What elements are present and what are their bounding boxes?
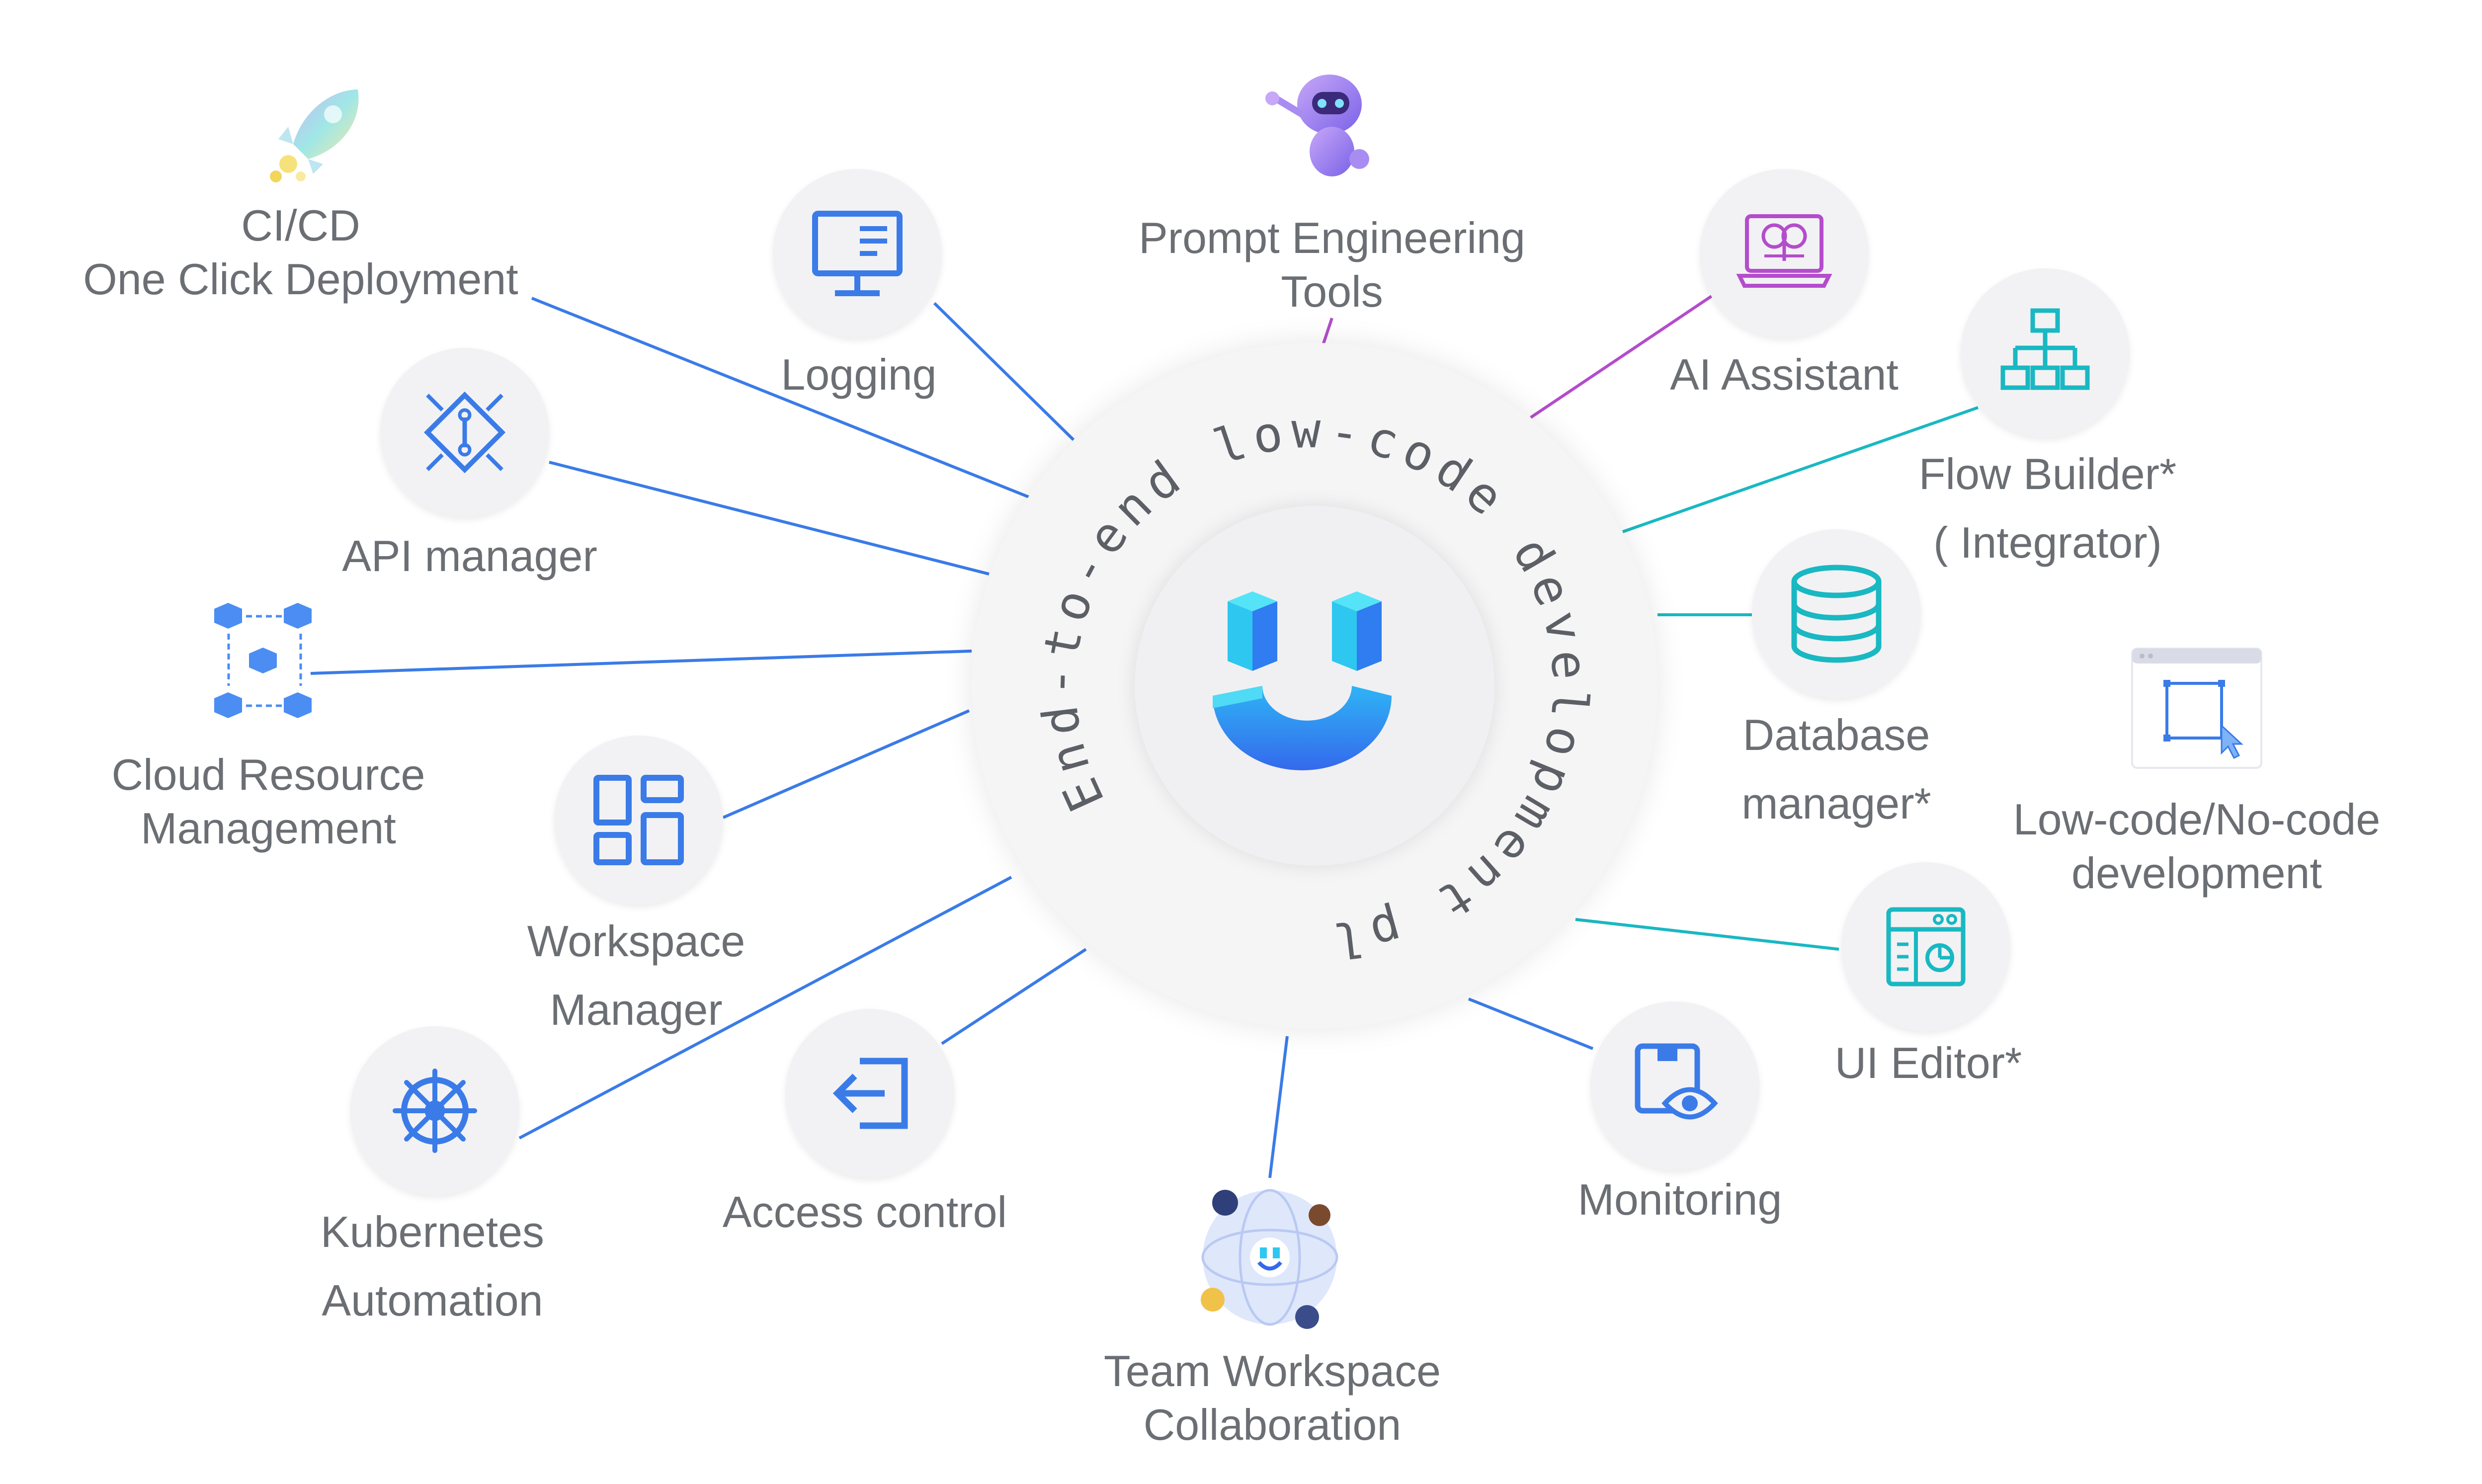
kubernetes-circle: [350, 1026, 519, 1195]
label-ui-editor: UI Editor*: [1834, 1038, 2022, 1087]
label-flow-builder: Flow Builder*( Integrator): [1918, 449, 2177, 567]
link-cloud: [310, 650, 972, 675]
monitoring-circle: [1590, 1001, 1759, 1170]
link-api: [549, 461, 990, 576]
ai-assistant-circle: [1700, 169, 1869, 338]
link-flow: [1622, 406, 1979, 533]
link-logging: [933, 302, 1075, 441]
database-icon: [1791, 565, 1882, 663]
monitor-icon: [812, 211, 903, 296]
link-team: [1268, 1036, 1289, 1178]
hub-ring-text: End-to-end low-code development platform: [972, 343, 1591, 969]
workspace-circle: [554, 736, 723, 905]
rocket-icon: [270, 89, 359, 182]
label-ai-assistant: AI Assistant: [1670, 350, 1899, 399]
cubes-network-icon: [214, 603, 312, 718]
helm-wheel-icon: [393, 1069, 477, 1153]
api-manager-circle: [380, 348, 549, 517]
browser-cursor-icon: [2131, 648, 2262, 769]
label-access: Access control: [722, 1187, 1007, 1237]
hub-inner-circle: [1135, 506, 1494, 866]
label-monitoring: Monitoring: [1577, 1175, 1782, 1224]
eye-window-icon: [1635, 1043, 1718, 1120]
flow-builder-circle: [1961, 268, 2130, 437]
link-access: [941, 948, 1087, 1045]
ui-editor-circle: [1841, 862, 2010, 1031]
ui-window-icon: [1886, 907, 1966, 987]
label-api-manager: API manager: [342, 531, 597, 580]
flowchart-icon: [2000, 308, 2090, 390]
link-kubernetes: [518, 876, 1012, 1140]
link-cicd: [531, 297, 1030, 498]
grid-layout-icon: [593, 775, 684, 865]
database-circle: [1752, 529, 1921, 698]
label-logging: Logging: [781, 350, 937, 399]
robot-icon: [1265, 75, 1369, 176]
link-workspace: [722, 709, 970, 819]
api-diamond-icon: [423, 391, 506, 474]
access-circle: [785, 1009, 954, 1178]
brain-laptop-icon: [1736, 214, 1832, 288]
link-ui: [1575, 918, 1839, 951]
globe-people-icon: [1201, 1189, 1338, 1329]
smile-logo-icon: [1213, 591, 1392, 770]
login-arrow-icon: [832, 1058, 908, 1129]
link-ai: [1530, 289, 1721, 419]
logging-circle: [773, 169, 942, 338]
link-monitoring: [1468, 997, 1594, 1050]
